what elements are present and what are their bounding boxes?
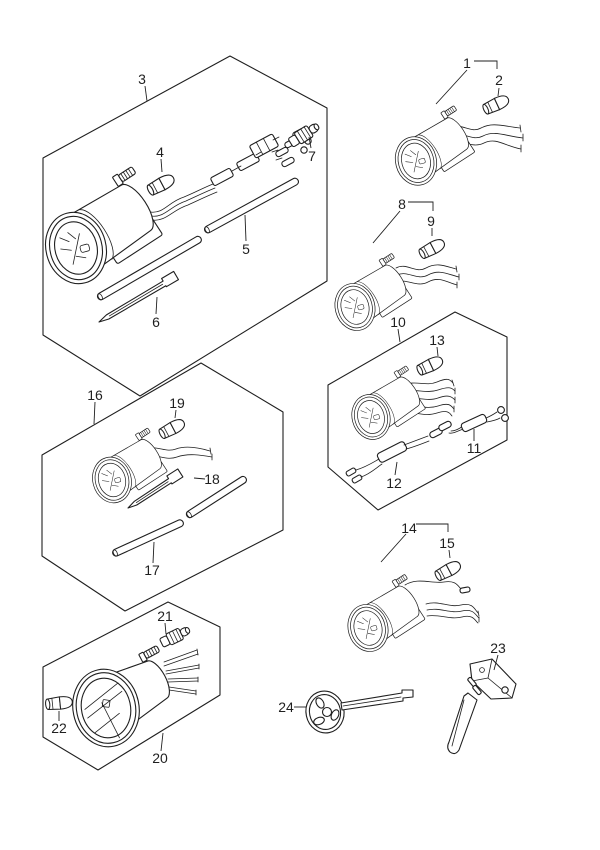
part-label-2: 2 [495, 72, 503, 88]
part-label-14: 14 [401, 520, 417, 536]
meter-1 [389, 104, 482, 191]
part-label-12: 12 [386, 475, 402, 491]
bulb-socket-21 [158, 623, 193, 650]
bulb-15 [432, 558, 464, 583]
part-label-3: 3 [138, 71, 146, 87]
part-labels: 1 2 3 4 5 6 7 8 9 10 11 12 13 14 15 16 1… [51, 55, 506, 766]
part-label-23: 23 [490, 640, 506, 656]
tube-5 [96, 177, 299, 301]
harness-11 [448, 406, 509, 434]
bulb-19 [156, 416, 188, 441]
kit-box-20 [42, 601, 221, 771]
part-label-4: 4 [156, 144, 164, 160]
part-label-24: 24 [278, 699, 294, 715]
part-label-1: 1 [463, 55, 471, 71]
harness-12 [345, 420, 452, 484]
kit-box-3 [42, 55, 328, 397]
meter-8-wires [395, 264, 460, 289]
part-label-18: 18 [204, 471, 220, 487]
meter-20 [72, 645, 170, 748]
key-24 [305, 689, 414, 734]
kit-box-16 [41, 362, 284, 612]
part-label-20: 20 [152, 750, 168, 766]
part-label-13: 13 [429, 332, 445, 348]
part-label-19: 19 [169, 395, 185, 411]
meter-10 [346, 364, 432, 445]
part-label-8: 8 [398, 196, 406, 212]
part-label-15: 15 [439, 535, 455, 551]
part-label-21: 21 [157, 608, 173, 624]
tube-17 [112, 475, 247, 557]
part-label-5: 5 [242, 241, 250, 257]
part-label-10: 10 [390, 314, 406, 330]
lock-clip-23 [447, 658, 517, 755]
kit-box-10 [327, 311, 508, 511]
meter-16 [87, 426, 174, 508]
bulb-13 [414, 353, 446, 378]
leader-lines [58, 60, 500, 752]
part-label-6: 6 [152, 314, 160, 330]
cable-tie-6 [98, 270, 180, 323]
part-label-7: 7 [308, 148, 316, 164]
part-label-9: 9 [427, 213, 435, 229]
part-label-17: 17 [144, 562, 160, 578]
bulb-4 [144, 171, 178, 198]
part-label-11: 11 [467, 440, 482, 456]
meter-14-wires [404, 580, 480, 624]
meter-14 [342, 573, 432, 657]
part-label-22: 22 [51, 720, 67, 736]
cable-tie-18 [127, 468, 184, 509]
bulb-22 [44, 695, 74, 712]
bulb-2 [480, 92, 512, 117]
meter-20-ribbons [163, 648, 200, 696]
bulb-9 [416, 236, 448, 261]
part-label-16: 16 [87, 387, 103, 403]
